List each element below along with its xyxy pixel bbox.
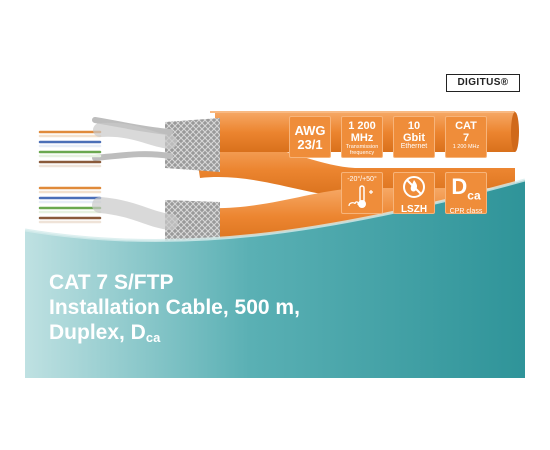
lszh-badge: LSZH: [393, 172, 435, 215]
headline-line-1: CAT 7 S/FTP: [49, 271, 174, 294]
teal-band: [25, 180, 525, 378]
awg-badge: AWG 23/1: [289, 116, 331, 158]
headline-line-3: Duplex, Dca: [49, 321, 161, 345]
cpr-class-badge: Dca CPR class: [445, 172, 487, 215]
thermometer-icon: [348, 185, 373, 208]
temperature-badge: -20°/+50°: [341, 172, 383, 214]
product-headline: CAT 7 S/FTP Installation Cable, 500 m, D…: [49, 270, 300, 350]
lower-wire-pairs: [38, 186, 178, 230]
ethernet-badge: 10 Gbit Ethernet: [393, 116, 435, 158]
braided-shields: [165, 118, 220, 248]
no-fire-icon: [403, 176, 425, 198]
category-badge: CAT 7 1 200 MHz: [445, 116, 487, 158]
frequency-badge: 1 200 MHz Transmission frequency: [341, 116, 383, 158]
upper-wire-pairs: [38, 117, 177, 168]
digitus-logo: DIGITUS®: [446, 74, 520, 92]
headline-line-2: Installation Cable, 500 m,: [49, 296, 300, 319]
product-banner: DIGITUS® AWG 23/1 1 200 MHz Transmission…: [25, 60, 525, 378]
cable-illustration: [25, 111, 525, 378]
cpr-class-value: Dca: [451, 174, 481, 203]
